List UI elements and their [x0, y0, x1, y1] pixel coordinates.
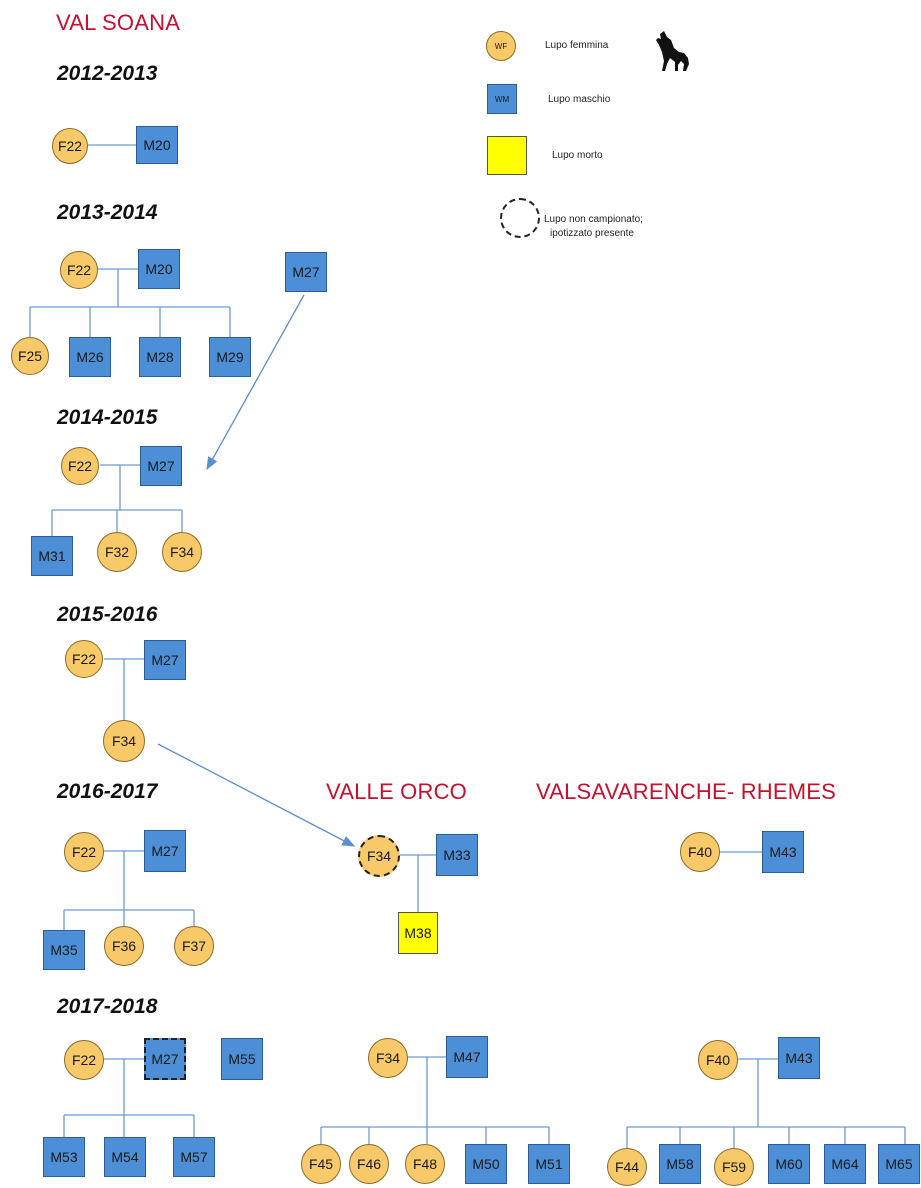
wolf-f22: F22	[60, 251, 98, 289]
wolf-f25: F25	[11, 337, 49, 375]
year-heading-2014-2015: 2014-2015	[57, 406, 158, 429]
wolf-m54: M54	[104, 1137, 146, 1177]
wolf-m64: M64	[824, 1144, 866, 1184]
wolf-m51: M51	[528, 1144, 570, 1184]
wolf-f34: F34	[368, 1038, 408, 1078]
wolf-m27: M27	[285, 252, 327, 292]
legend-unsampled-label-1: Lupo non campionato;	[544, 214, 643, 225]
year-heading-2012-2013: 2012-2013	[57, 62, 158, 85]
wolf-f45: F45	[301, 1144, 341, 1184]
legend-dead-symbol	[487, 136, 527, 175]
wolf-f22: F22	[52, 128, 88, 164]
wolf-m31: M31	[31, 536, 73, 576]
year-heading-2015-2016: 2015-2016	[57, 603, 158, 626]
wolf-m27: M27	[144, 640, 186, 680]
wolf-m27: M27	[144, 830, 186, 872]
wolf-f22: F22	[65, 640, 103, 678]
wolf-f22: F22	[64, 1040, 104, 1080]
wolf-m55: M55	[221, 1038, 263, 1080]
dispersal-arrow-m27	[206, 294, 305, 471]
wolf-m27-unsampled: M27	[144, 1038, 186, 1080]
dispersal-arrow-f34	[157, 743, 356, 847]
wolf-m33: M33	[436, 834, 478, 876]
region-title-valsavarenche: VALSAVARENCHE- RHEMES	[536, 779, 837, 804]
wolf-m57: M57	[173, 1137, 215, 1177]
wolf-f40: F40	[698, 1040, 738, 1080]
wolf-m53: M53	[43, 1137, 85, 1177]
wolf-f44: F44	[607, 1148, 647, 1186]
wolf-f34-unsampled: F34	[358, 835, 400, 877]
legend-unsampled-label-2: ipotizzato presente	[550, 228, 634, 239]
wolf-f48: F48	[405, 1144, 445, 1184]
wolf-m47: M47	[446, 1036, 488, 1078]
wolf-f32: F32	[97, 532, 137, 572]
wolf-m58: M58	[659, 1144, 701, 1184]
wolf-f34: F34	[103, 720, 145, 762]
legend-female-label: Lupo femmina	[545, 40, 609, 51]
legend-dead-label: Lupo morto	[552, 150, 603, 161]
wolf-m27: M27	[140, 446, 182, 486]
region-title-val-soana: VAL SOANA	[56, 10, 181, 35]
wolf-m43: M43	[778, 1037, 820, 1079]
wolf-f36: F36	[104, 926, 144, 966]
wolf-m38-dead: M38	[398, 912, 438, 954]
legend-male-symbol: WM	[487, 84, 517, 114]
wolf-f37: F37	[174, 926, 214, 966]
wolf-f46: F46	[349, 1144, 389, 1184]
wolf-m20: M20	[138, 249, 180, 289]
howling-wolf-icon	[648, 28, 694, 77]
legend-unsampled-symbol	[500, 198, 540, 238]
wolf-m26: M26	[69, 337, 111, 377]
wolf-m50: M50	[465, 1144, 507, 1184]
wolf-f40: F40	[680, 832, 720, 872]
year-heading-2013-2014: 2013-2014	[57, 201, 158, 224]
wolf-m43: M43	[762, 831, 804, 873]
wolf-f22: F22	[61, 447, 99, 485]
wolf-m60: M60	[768, 1144, 810, 1184]
wolf-m29: M29	[209, 337, 251, 377]
wolf-f34: F34	[162, 532, 202, 572]
region-title-valle-orco: VALLE ORCO	[326, 779, 467, 804]
wolf-m20: M20	[136, 126, 178, 164]
wolf-f59: F59	[714, 1148, 754, 1186]
year-heading-2016-2017: 2016-2017	[57, 780, 158, 803]
legend-male-label: Lupo maschio	[548, 94, 611, 105]
wolf-m65: M65	[878, 1144, 920, 1184]
wolf-m28: M28	[139, 337, 181, 377]
legend-female-symbol: WF	[486, 31, 516, 61]
year-heading-2017-2018: 2017-2018	[57, 995, 158, 1018]
wolf-f22: F22	[64, 832, 104, 872]
wolf-m35: M35	[43, 930, 85, 970]
